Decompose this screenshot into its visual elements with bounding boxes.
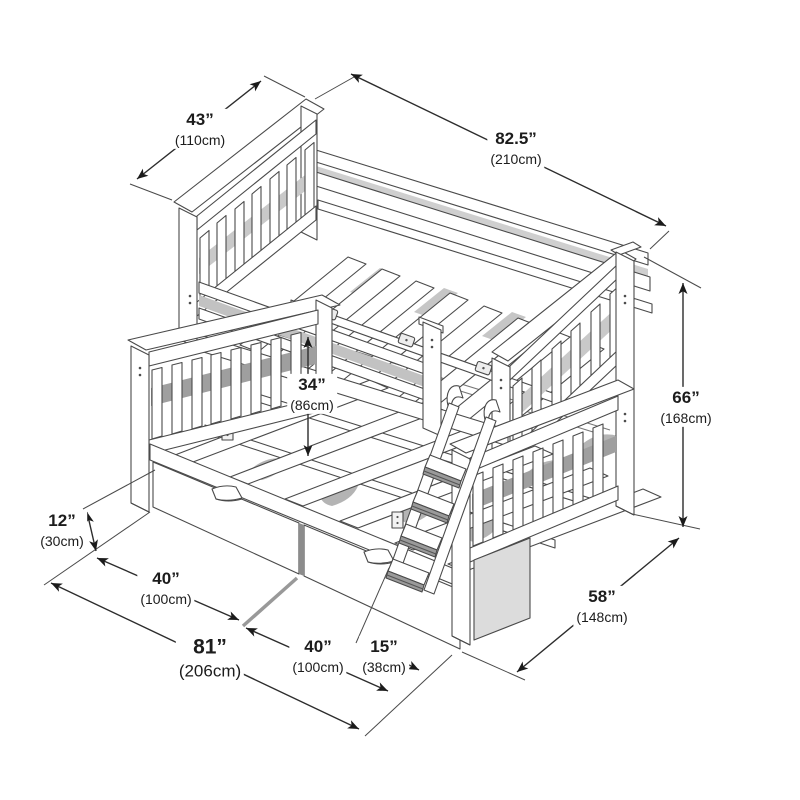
- lower-bunk-headboard: [127, 294, 341, 513]
- dimension-label-bunk-clearance: 34” (86cm): [287, 373, 337, 415]
- dimension-value-inches: 81”: [193, 635, 227, 659]
- dimension-label-drawer-height: 12” (30cm): [37, 509, 87, 551]
- dimension-value-metric: (38cm): [362, 658, 406, 675]
- dimension-value-metric: (110cm): [174, 131, 226, 148]
- dimension-value-metric: (168cm): [660, 409, 712, 426]
- dimension-value-metric: (206cm): [178, 661, 242, 681]
- dimension-value-inches: 43”: [186, 109, 214, 129]
- dimension-label-bed-length: 82.5” (210cm): [487, 127, 545, 169]
- drawer-handle: [211, 485, 243, 502]
- dimension-value-metric: (86cm): [290, 396, 334, 413]
- dimension-value-inches: 66”: [672, 387, 700, 407]
- dimension-label-bed-depth: 58” (148cm): [573, 585, 631, 627]
- dimension-label-upper-width: 43” (110cm): [171, 108, 229, 150]
- slat-bracket: [397, 332, 416, 348]
- lower-bunk-frame-and-drawers: [149, 443, 463, 650]
- dimension-value-inches: 12”: [48, 510, 76, 530]
- dimension-value-metric: (148cm): [576, 608, 628, 625]
- dimension-value-inches: 40”: [304, 636, 332, 656]
- ladder-step: [385, 558, 430, 593]
- dimension-value-metric: (100cm): [140, 590, 192, 607]
- dimension-label-drawer-width-right: 40” (100cm): [289, 635, 347, 677]
- dimension-value-inches: 34”: [298, 374, 326, 394]
- dimension-value-inches: 40”: [152, 568, 180, 588]
- lower-bunk-footboard: [449, 379, 635, 646]
- ladder-hook: [483, 399, 501, 422]
- ladder-step: [410, 489, 455, 524]
- dimension-label-overall-height: 66” (168cm): [657, 386, 715, 428]
- ladder: [385, 385, 501, 595]
- drawer-divider-extension: [241, 576, 299, 628]
- slat-bracket: [474, 360, 493, 376]
- dimension-value-metric: (30cm): [40, 532, 84, 549]
- slat-bracket: [391, 511, 404, 529]
- dimension-value-metric: (210cm): [490, 150, 542, 167]
- dimension-value-inches: 58”: [588, 586, 616, 606]
- dim-line-drawer-height: [85, 511, 98, 552]
- ladder-step: [422, 454, 467, 489]
- dimension-label-drawer-width-left: 40” (100cm): [137, 567, 195, 609]
- dimension-value-inches: 15”: [370, 636, 398, 656]
- dimension-value-metric: (100cm): [292, 658, 344, 675]
- ladder-step: [398, 523, 443, 558]
- dimension-value-inches: 82.5”: [495, 128, 537, 148]
- ladder-hook: [446, 385, 464, 408]
- dimension-label-ladder-extension: 15” (38cm): [359, 635, 409, 677]
- dimension-label-overall-length: 81” (206cm): [175, 633, 245, 683]
